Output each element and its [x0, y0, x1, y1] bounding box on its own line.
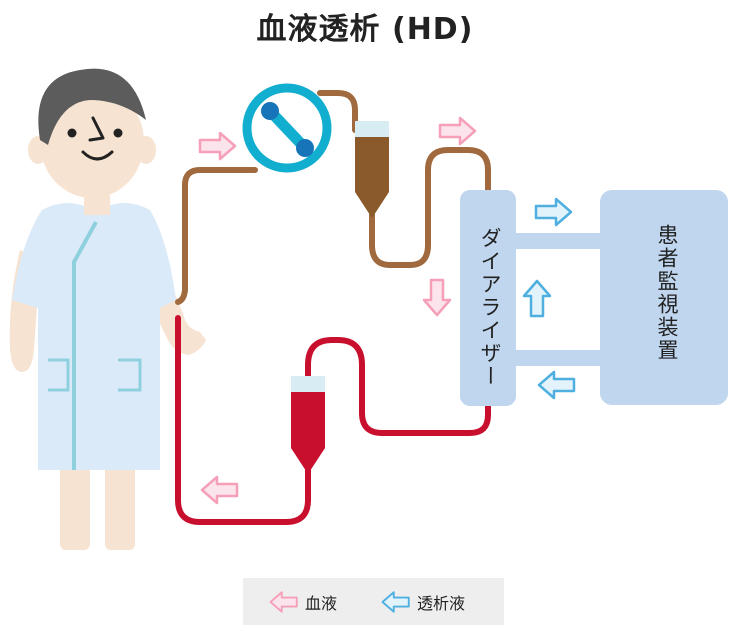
- arrow-icon-blue: [537, 370, 576, 400]
- patient-monitor: [600, 190, 728, 405]
- roller-pump-icon: [242, 83, 332, 173]
- legend-item-blood: 血液: [269, 590, 337, 614]
- legend-blood-label: 血液: [305, 594, 338, 613]
- dialyzer-label: ダイアライザー: [478, 226, 502, 388]
- arrow-icon-blue: [522, 279, 552, 318]
- dialysate-lines: [512, 233, 604, 366]
- venous-line: [175, 315, 491, 525]
- arrow-icon-pink: [269, 591, 298, 613]
- arrow-icon-pink: [438, 116, 477, 146]
- monitor-label: 患者監視装置: [655, 224, 679, 362]
- venous-chamber: [291, 376, 325, 474]
- arrow-icon-blue: [381, 591, 410, 613]
- arrow-icon-pink: [200, 475, 239, 505]
- arrow-icon-pink: [198, 131, 237, 161]
- arrow-icon-blue: [534, 197, 573, 227]
- page-title: 血液透析 (HD): [256, 12, 474, 47]
- legend-dialysate-label: 透析液: [417, 594, 466, 613]
- arterial-line: [175, 90, 491, 305]
- arrow-icon-pink: [422, 278, 452, 317]
- legend-item-dialysate: 透析液: [381, 590, 465, 614]
- dialyzer: [460, 190, 516, 406]
- legend: 血液 透析液: [243, 578, 504, 625]
- arterial-chamber: [355, 121, 389, 218]
